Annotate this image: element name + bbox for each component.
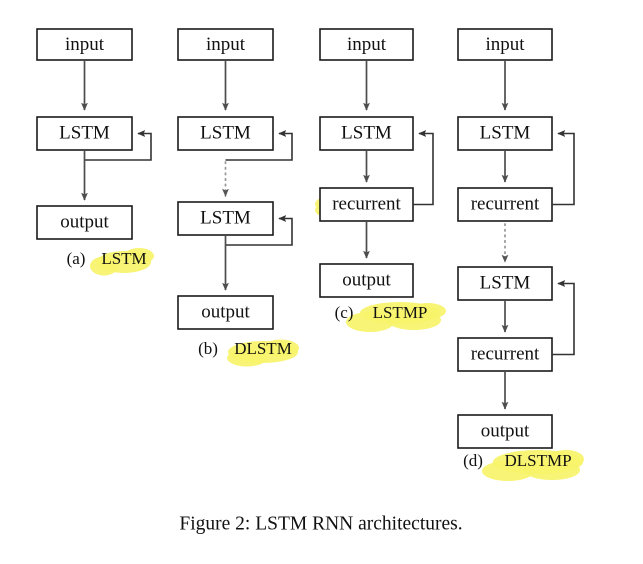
panel-a-lstm-box[interactable]: [36, 116, 133, 151]
panel-a-tag: (a): [67, 249, 86, 268]
panel-c-node-output[interactable]: output: [319, 263, 414, 298]
highlight-blob-a: [90, 248, 154, 276]
panel-d-recurrent2-label: recurrent: [471, 343, 540, 364]
panel-c-projection-feedback-loop: [413, 130, 434, 206]
panel-b-lstm2-label: LSTM: [200, 207, 251, 228]
panel-a-name: LSTM: [101, 249, 146, 268]
figure-caption: Figure 2: LSTM RNN architectures.: [179, 513, 462, 534]
panel-b-lstm2-box[interactable]: [177, 201, 274, 236]
panel-a-node-output[interactable]: output: [36, 205, 133, 240]
panel-d-lstm2-box[interactable]: [457, 266, 553, 301]
panel-b-node-input[interactable]: input: [177, 28, 274, 61]
highlight-blob-b: [227, 339, 299, 367]
panel-a-node-lstm[interactable]: LSTM: [36, 116, 133, 151]
panel-c-node-recurrent[interactable]: recurrent: [319, 187, 414, 222]
panel-d-node-recurrent-1[interactable]: recurrent: [457, 187, 553, 222]
panel-a-input-box[interactable]: [36, 28, 133, 61]
panel-c-output-label: output: [342, 269, 391, 290]
panel-d-input-label: input: [485, 34, 525, 55]
panel-d-name: DLSTMP: [504, 451, 571, 470]
panel-a: input LSTM output (a) LSTM: [36, 28, 152, 268]
panel-c: input LSTM recurrent output (c) LSTMP: [319, 28, 434, 322]
panel-c-name: LSTMP: [373, 303, 428, 322]
panel-d-recurrent2-box[interactable]: [457, 337, 553, 372]
panel-b-input-label: input: [206, 34, 246, 55]
highlight-blob-c: [346, 302, 446, 332]
panel-b-node-lstm-1[interactable]: LSTM: [177, 116, 274, 151]
highlight-blob-d: [482, 450, 584, 481]
panel-b-output-box[interactable]: [177, 295, 274, 330]
panel-c-input-label: input: [347, 34, 387, 55]
panel-c-node-input[interactable]: input: [319, 28, 414, 61]
panel-d-output-box[interactable]: [457, 414, 553, 449]
panel-b-name: DLSTM: [234, 339, 292, 358]
panel-b-recurrent-loop-2: [225, 215, 293, 246]
panel-a-input-label: input: [65, 34, 105, 55]
panel-d-projection-feedback-loop-1: [552, 130, 575, 206]
panel-b-node-lstm-2[interactable]: LSTM: [177, 201, 274, 236]
panel-d-node-input[interactable]: input: [457, 28, 553, 61]
panel-c-node-lstm[interactable]: LSTM: [319, 116, 414, 151]
panel-c-recurrent-label: recurrent: [332, 193, 401, 214]
panel-b-lstm1-box[interactable]: [177, 116, 274, 151]
panel-c-tag: (c): [335, 303, 354, 322]
panel-a-lstm-label: LSTM: [59, 122, 110, 143]
panel-d-input-box[interactable]: [457, 28, 553, 61]
panel-d-recurrent1-label: recurrent: [471, 193, 540, 214]
panel-d-node-lstm-1[interactable]: LSTM: [457, 116, 553, 151]
panel-a-output-label: output: [60, 211, 109, 232]
panel-c-lstm-label: LSTM: [341, 122, 392, 143]
panel-d-lstm1-label: LSTM: [480, 122, 531, 143]
panel-d-node-recurrent-2[interactable]: recurrent: [457, 337, 553, 372]
panel-d-node-lstm-2[interactable]: LSTM: [457, 266, 553, 301]
panel-b-recurrent-loop-1: [225, 130, 293, 161]
panel-a-node-input[interactable]: input: [36, 28, 133, 61]
panel-b-lstm1-label: LSTM: [200, 122, 251, 143]
panel-a-recurrent-loop: [84, 130, 152, 161]
panel-b-tag: (b): [198, 339, 218, 358]
panel-d: input LSTM recurrent LSTM recurren: [457, 28, 575, 470]
panel-c-input-box[interactable]: [319, 28, 414, 61]
panel-c-output-box[interactable]: [319, 263, 414, 298]
panel-b-output-label: output: [201, 301, 250, 322]
panel-d-tag: (d): [463, 451, 483, 470]
panel-b-node-output[interactable]: output: [177, 295, 274, 330]
panel-d-node-output[interactable]: output: [457, 414, 553, 449]
panel-a-output-box[interactable]: [36, 205, 133, 240]
panel-d-projection-feedback-loop-2: [552, 280, 575, 356]
panel-d-output-label: output: [481, 420, 530, 441]
panel-d-recurrent1-box[interactable]: [457, 187, 553, 222]
panel-d-lstm2-label: LSTM: [480, 272, 531, 293]
panel-b: input LSTM LSTM output (b) DLSTM: [177, 28, 293, 358]
